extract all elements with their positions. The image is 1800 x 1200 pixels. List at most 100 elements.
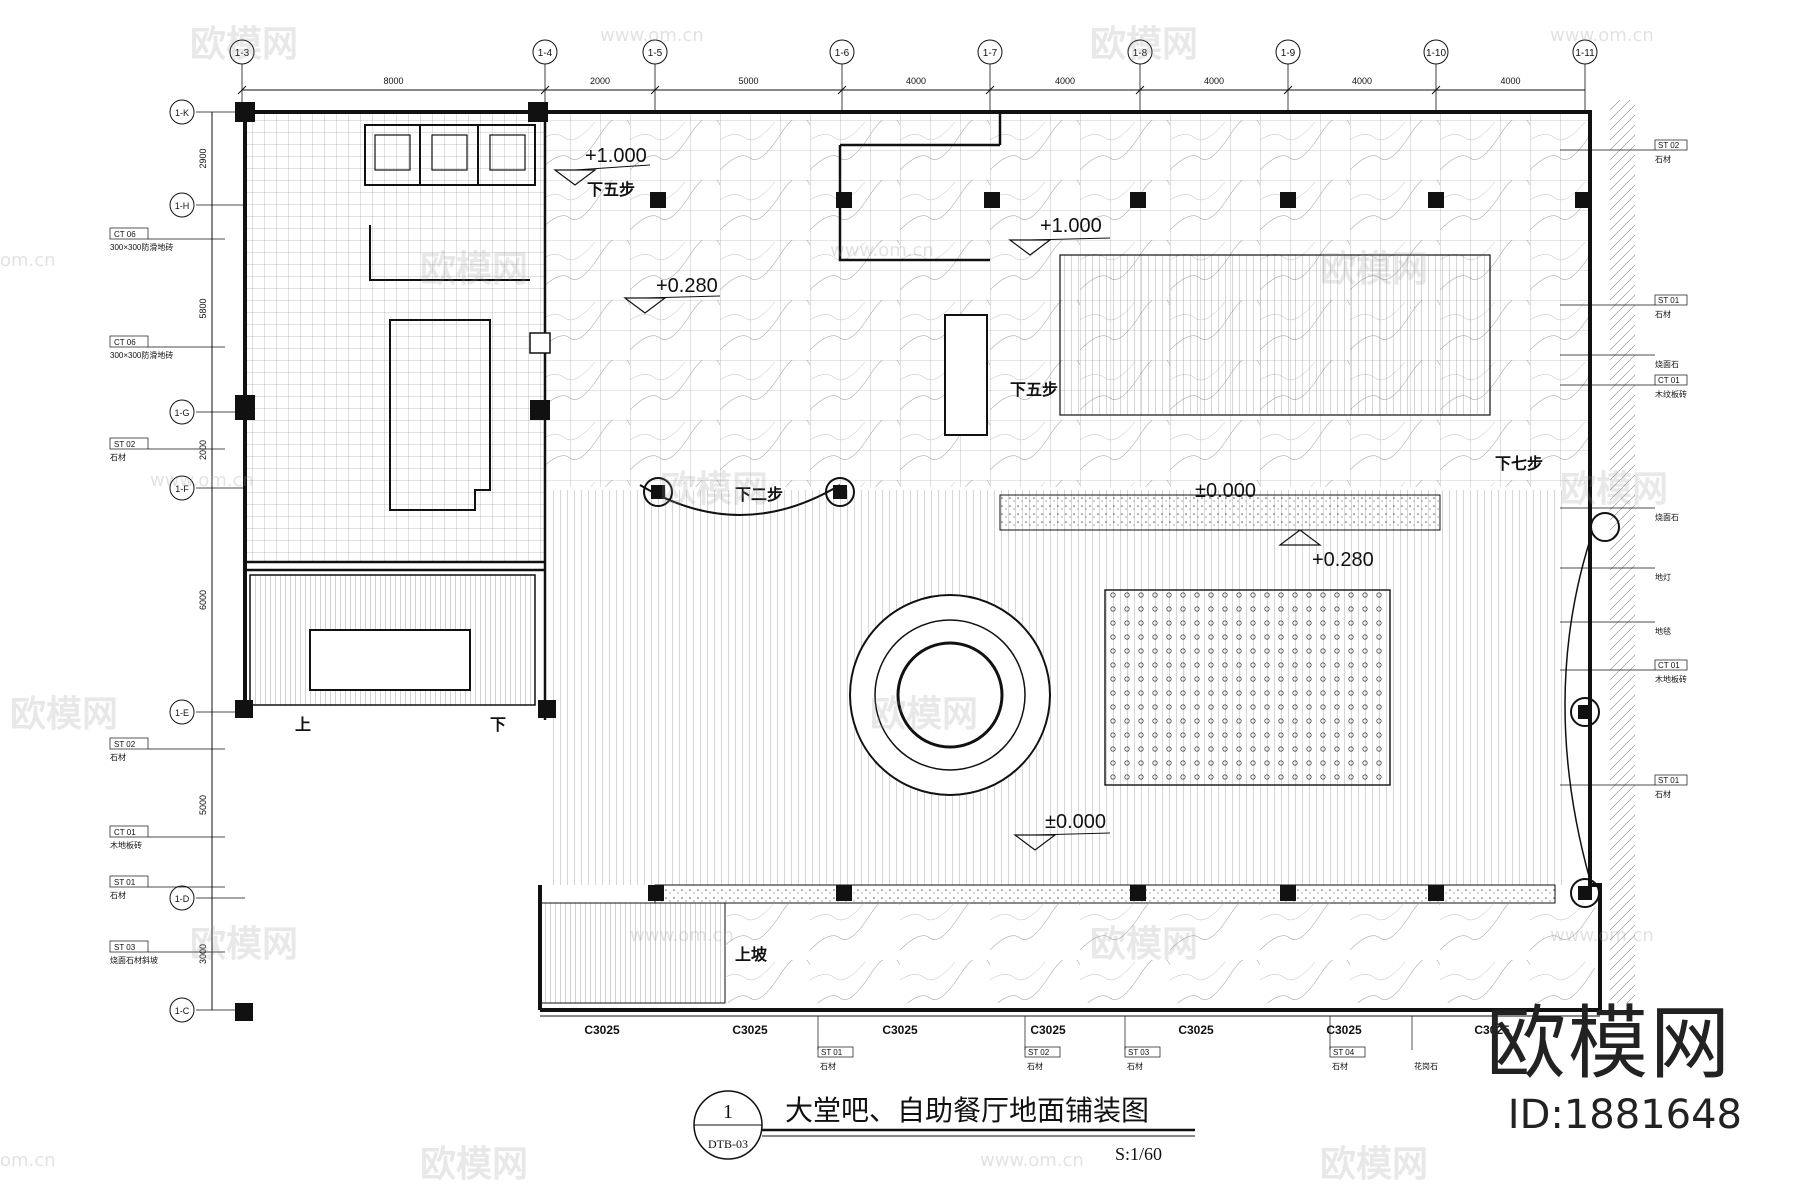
window-label: C3025 <box>1030 1023 1066 1037</box>
tag-box <box>1654 294 1688 306</box>
grid-bubble <box>169 99 195 125</box>
structural-columns <box>235 102 1591 1021</box>
tag-box <box>1654 659 1688 671</box>
title-block: 1 DTB-03 大堂吧、自助餐厅地面铺装图 S:1/60 <box>693 1090 1195 1164</box>
dim-text: 4000 <box>1055 76 1075 86</box>
grid-bubble <box>169 399 195 425</box>
dim-tick <box>837 85 847 95</box>
level-label: ±0.000 <box>1045 811 1106 833</box>
dim-text: 5000 <box>198 795 208 815</box>
level-marker-upper: +1.000 <box>553 145 651 186</box>
window-label: C3025 <box>1178 1023 1214 1037</box>
row-grid-bubbles: 1-K1-H1-G1-F1-E1-D1-C <box>169 99 245 1023</box>
dim-text: 2000 <box>590 76 610 86</box>
grid-label: 1-E <box>175 708 189 718</box>
tag-box <box>1124 1046 1161 1058</box>
tag-box <box>109 940 149 953</box>
level-label: +0.280 <box>1312 549 1374 571</box>
round-bar-outer <box>849 594 1051 796</box>
grid-label: 1-6 <box>835 48 850 59</box>
step-note: 下五步 <box>1010 380 1058 399</box>
grid-label: 1-D <box>175 894 190 904</box>
step-note: 下二步 <box>735 485 783 504</box>
grid-label: 1-K <box>175 108 189 118</box>
stone-band <box>999 494 1441 531</box>
tag-text: 石材 <box>110 890 126 900</box>
grid-label: 1-G <box>174 408 189 418</box>
tag-code: ST 02 <box>114 440 136 449</box>
tag-text: 石材 <box>110 752 126 762</box>
grid-bubble <box>169 885 195 911</box>
tag-code: CT 06 <box>114 230 136 239</box>
window-label: C3025 <box>584 1023 620 1037</box>
dim-text: 5000 <box>738 76 758 86</box>
dim-text: 4000 <box>906 76 926 86</box>
tag-text: 地灯 <box>1655 572 1671 582</box>
brand-logo-text: 欧模网 <box>1486 997 1732 1090</box>
grid-label: 1-3 <box>235 48 250 59</box>
elevator-car-1 <box>374 134 411 171</box>
dim-tick <box>985 85 995 95</box>
level-label: +1.000 <box>585 145 647 167</box>
step-note: 下 <box>490 715 506 734</box>
step-note: 下七步 <box>1495 454 1543 473</box>
tag-text: 300×300防滑地砖 <box>110 242 173 252</box>
ramp-zone <box>539 902 726 1004</box>
column-hollow <box>529 332 551 354</box>
dim-text: 2900 <box>198 148 208 168</box>
circled-columns <box>643 477 1620 908</box>
tag-text: 石材 <box>1127 1061 1143 1071</box>
level-marker-mid-right: +0.280 <box>1278 529 1374 571</box>
level-marker-band: ±0.000 <box>1195 480 1256 502</box>
tag-code: ST 04 <box>1333 1048 1355 1057</box>
tag-text: 石材 <box>110 452 126 462</box>
tag-code: CT 06 <box>114 338 136 347</box>
tag-box <box>1329 1046 1366 1058</box>
tag-code: ST 02 <box>114 740 136 749</box>
tag-code: ST 02 <box>1658 141 1680 150</box>
tag-code: ST 01 <box>821 1048 843 1057</box>
tag-code: CT 01 <box>114 828 136 837</box>
tag-text: 木纹板砖 <box>1655 389 1687 399</box>
tag-box <box>1024 1046 1061 1058</box>
tag-text: 木地板砖 <box>110 840 142 850</box>
step-note: 上 <box>295 715 311 734</box>
window-label: C3025 <box>1474 1023 1510 1037</box>
tag-text: 300×300防滑地砖 <box>110 350 173 360</box>
left-material-tags: CT 06 300×300防滑地砖 CT 06 300×300防滑地砖 ST 02 石材 S… <box>109 227 225 965</box>
grid-label: 1-C <box>175 1006 190 1016</box>
tag-text: 石材 <box>1655 309 1671 319</box>
grid-bubble <box>1127 39 1153 65</box>
elevator-car-2 <box>431 134 468 171</box>
tag-box <box>1654 774 1688 786</box>
dim-tick <box>1283 85 1293 95</box>
tag-text: 木地板砖 <box>1655 674 1687 684</box>
main-wood-floor <box>548 490 1568 885</box>
round-bar-inner <box>896 641 1004 749</box>
tag-box <box>109 825 149 838</box>
kitchen-tile-zone <box>245 112 545 562</box>
window-label: C3025 <box>732 1023 768 1037</box>
grid-bubble <box>532 39 558 65</box>
grid-label: 1-5 <box>648 48 663 59</box>
tag-text: 石材 <box>1027 1061 1043 1071</box>
right-exterior-hatch <box>1610 100 1635 1003</box>
grid-bubble <box>169 997 195 1023</box>
bottom-material-tags: ST 01石材ST 02石材ST 03石材ST 04石材花岗石 <box>817 1016 1438 1071</box>
dim-text: 4000 <box>1204 76 1224 86</box>
window-label: C3025 <box>1326 1023 1362 1037</box>
tag-box <box>1654 139 1688 151</box>
tag-text: 地毯 <box>1655 626 1671 636</box>
tag-code: CT 01 <box>1658 376 1680 385</box>
tag-text: 石材 <box>1332 1061 1348 1071</box>
tag-box <box>1654 374 1688 386</box>
tag-code: ST 02 <box>1028 1048 1050 1057</box>
dim-text: 2000 <box>198 440 208 460</box>
tag-text: 烧面石材斜坡 <box>110 955 158 965</box>
bottom-stone-zone <box>725 903 1595 1003</box>
tag-code: ST 01 <box>1658 776 1680 785</box>
bottom-band <box>654 884 1556 904</box>
